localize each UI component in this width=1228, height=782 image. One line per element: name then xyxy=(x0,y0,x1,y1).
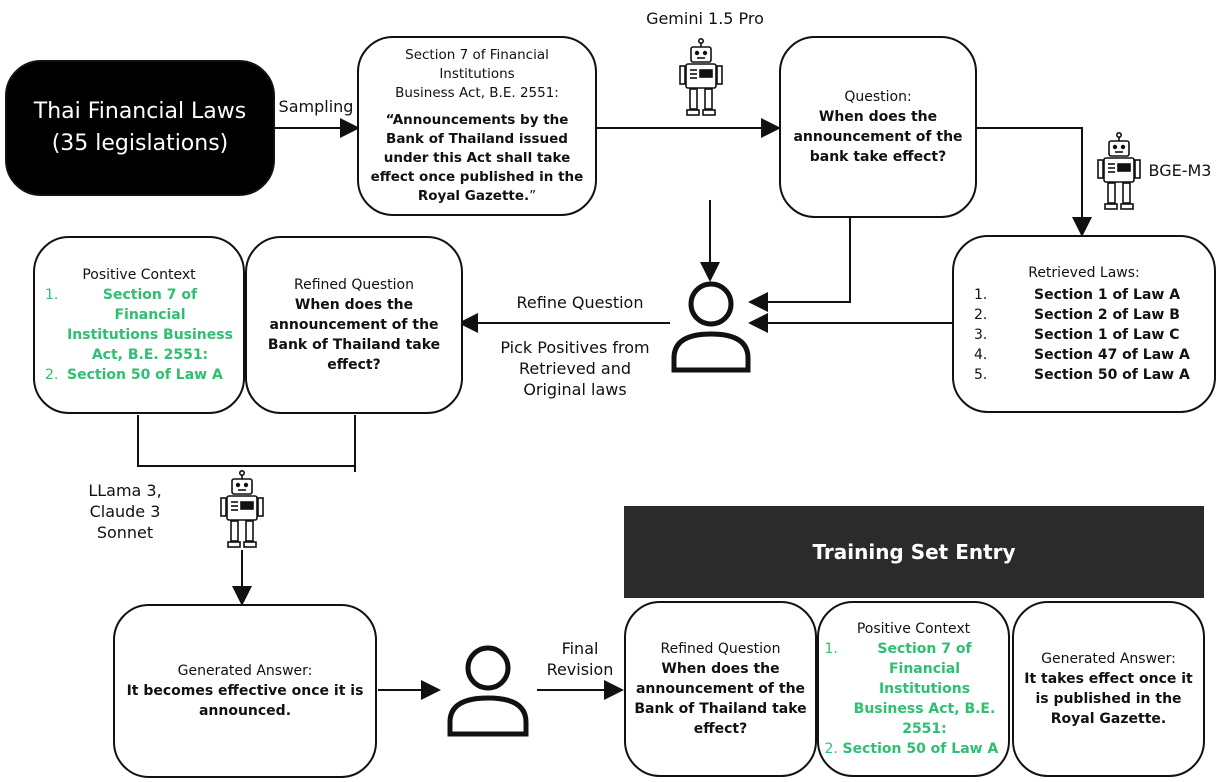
positive-heading: Positive Context xyxy=(82,267,196,283)
bracket-left xyxy=(137,415,355,467)
retrieved-item-num: 3. xyxy=(974,327,988,343)
final-line-1: Final xyxy=(561,639,599,658)
training-positive-heading: Positive Context xyxy=(856,621,971,637)
arrow-question-to-person xyxy=(748,218,851,312)
training-positive-item: 1. Section 7 of Financial Institutions Bu… xyxy=(825,639,1003,739)
pick-line-2: Retrieved and xyxy=(518,359,632,378)
positive-item-text: Section 50 of Law A xyxy=(67,367,223,383)
robot-icon-bge xyxy=(1097,132,1141,210)
person-icon-reviewer xyxy=(671,281,751,373)
source-title: Thai Financial Laws xyxy=(33,99,247,124)
positive-item-num: 1. xyxy=(45,287,59,303)
retrieved-item: 2. Section 2 of Law B xyxy=(974,305,1194,325)
question-text: When does the announcement of the bank t… xyxy=(793,109,963,165)
positive-list: 1. Section 7 of Financial Institutions Bu… xyxy=(45,285,233,385)
retrieved-list: 1. Section 1 of Law A 2. Section 2 of Law … xyxy=(974,285,1194,385)
section-heading-1: Section 7 of Financial Institutions xyxy=(405,47,549,82)
robot-icon-gemini xyxy=(679,38,723,116)
sampling-label: Sampling xyxy=(278,97,354,116)
training-title: Training Set Entry xyxy=(812,540,1016,564)
training-positive-num: 1. xyxy=(824,641,838,657)
section-heading-2: Business Act, B.E. 2551: xyxy=(395,85,559,101)
section-quote-close: ” xyxy=(529,188,537,204)
retrieved-item-text: Section 1 of Law A xyxy=(1034,287,1181,303)
training-positive-text: Section 50 of Law A xyxy=(842,741,999,757)
pick-line-1: Pick Positives from xyxy=(500,338,650,357)
question-heading: Question: xyxy=(844,89,912,105)
training-answer-heading: Generated Answer: xyxy=(1041,651,1176,667)
refined-box: Refined Question When does the announcem… xyxy=(245,236,463,414)
final-label: Final Revision xyxy=(540,638,620,680)
training-positive-num: 2. xyxy=(824,741,838,757)
generated-box: Generated Answer: It becomes effective o… xyxy=(113,604,377,778)
retrieved-item: 4. Section 47 of Law A xyxy=(974,345,1194,365)
retrieved-item-num: 2. xyxy=(974,307,988,323)
retrieved-item-text: Section 50 of Law A xyxy=(1034,367,1190,383)
training-refined-box: Refined Question When does the announcem… xyxy=(624,601,817,777)
gemini-label: Gemini 1.5 Pro xyxy=(646,9,764,28)
positive-item: 1. Section 7 of Financial Institutions Bu… xyxy=(45,285,233,365)
retrieved-item-num: 5. xyxy=(974,367,988,383)
pick-line-3: Original laws xyxy=(523,380,627,399)
retrieved-item: 1. Section 1 of Law A xyxy=(974,285,1194,305)
retrieved-item-text: Section 47 of Law A xyxy=(1034,347,1190,363)
retrieved-item: 5. Section 50 of Law A xyxy=(974,365,1194,385)
training-positive-text: Section 7 of Financial Institutions Busi… xyxy=(853,641,996,737)
pick-label: Pick Positives from Retrieved and Origin… xyxy=(475,337,675,400)
bge-label: BGE-M3 xyxy=(1148,161,1212,180)
refine-label: Refine Question xyxy=(516,293,644,312)
generated-text: It becomes effective once it is announce… xyxy=(126,683,364,719)
training-positive-box: Positive Context 1. Section 7 of Financia… xyxy=(817,601,1010,777)
final-line-2: Revision xyxy=(546,660,614,679)
training-answer-text: It takes effect once it is published in … xyxy=(1024,671,1193,727)
positive-item-num: 2. xyxy=(45,367,59,383)
training-refined-heading: Refined Question xyxy=(660,641,781,657)
training-answer-box: Generated Answer: It takes effect once i… xyxy=(1012,601,1205,777)
arrow-to-retrieved xyxy=(977,127,1092,237)
gen-model-line-2: Claude 3 xyxy=(89,502,161,521)
retrieved-box: Retrieved Laws: 1. Section 1 of Law A 2. S… xyxy=(952,235,1216,413)
positive-item-text: Section 7 of Financial Institutions Busi… xyxy=(67,287,233,363)
retrieved-heading: Retrieved Laws: xyxy=(1028,265,1140,281)
training-positive-list: 1. Section 7 of Financial Institutions Bu… xyxy=(825,639,1003,759)
retrieved-item-num: 4. xyxy=(974,347,988,363)
retrieved-item-text: Section 2 of Law B xyxy=(1034,307,1180,323)
retrieved-item-num: 1. xyxy=(974,287,988,303)
section-box: Section 7 of Financial Institutions Busi… xyxy=(357,36,597,216)
training-positive-item: 2.Section 50 of Law A xyxy=(825,739,1003,759)
question-box: Question: When does the announcement of … xyxy=(779,36,977,218)
gen-models-label: LLama 3, Claude 3 Sonnet xyxy=(70,480,180,543)
training-refined-text: When does the announcement of the Bank o… xyxy=(634,661,807,737)
positive-item: 2. Section 50 of Law A xyxy=(45,365,233,385)
section-quote-text: “Announcements by the Bank of Thailand i… xyxy=(370,112,584,204)
person-icon-final xyxy=(447,645,529,737)
positive-box: Positive Context 1. Section 7 of Financia… xyxy=(33,236,245,414)
gen-model-line-3: Sonnet xyxy=(96,523,154,542)
retrieved-item-text: Section 1 of Law C xyxy=(1034,327,1180,343)
source-subtitle: (35 legislations) xyxy=(51,131,229,156)
robot-icon-generator xyxy=(220,470,264,548)
refined-heading: Refined Question xyxy=(294,277,414,293)
generated-heading: Generated Answer: xyxy=(177,663,313,679)
retrieved-item: 3. Section 1 of Law C xyxy=(974,325,1194,345)
source-box: Thai Financial Laws (35 legislations) xyxy=(5,60,275,196)
section-quote: “Announcements by the Bank of Thailand i… xyxy=(369,111,585,206)
refined-text: When does the announcement of the Bank o… xyxy=(267,297,441,373)
gen-model-line-1: LLama 3, xyxy=(88,481,162,500)
training-banner: Training Set Entry xyxy=(624,506,1204,598)
